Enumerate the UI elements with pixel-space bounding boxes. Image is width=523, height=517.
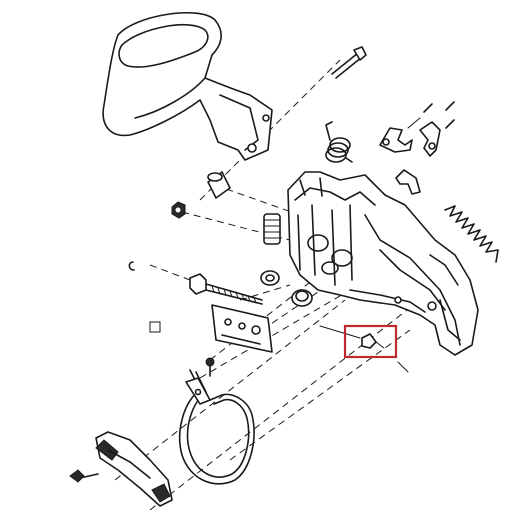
latch-clip [395,169,421,195]
spacer-sleeve [207,171,231,199]
tensioner-screw [189,273,263,305]
small-screw [205,357,215,377]
chain-guard-handle [102,12,273,161]
clutch-cover-housing [287,171,479,356]
washer [260,270,280,286]
chain-catcher [95,431,173,507]
small-pins [423,101,455,129]
hex-nut [171,201,186,219]
brake-lever [379,117,421,153]
retaining-ring [128,261,135,271]
square-marker [149,321,161,333]
brake-band [178,369,255,485]
bottom-screw [69,469,99,483]
coil-spring-left [263,213,281,245]
top-pin [331,46,367,79]
torsion-spring [325,121,353,163]
coil-spring-right [444,205,499,263]
bushing [291,289,313,307]
guide-plate [211,304,273,353]
highlight-box [343,324,398,359]
brake-lever-bracket [419,121,441,157]
highlighted-pin [319,325,409,373]
